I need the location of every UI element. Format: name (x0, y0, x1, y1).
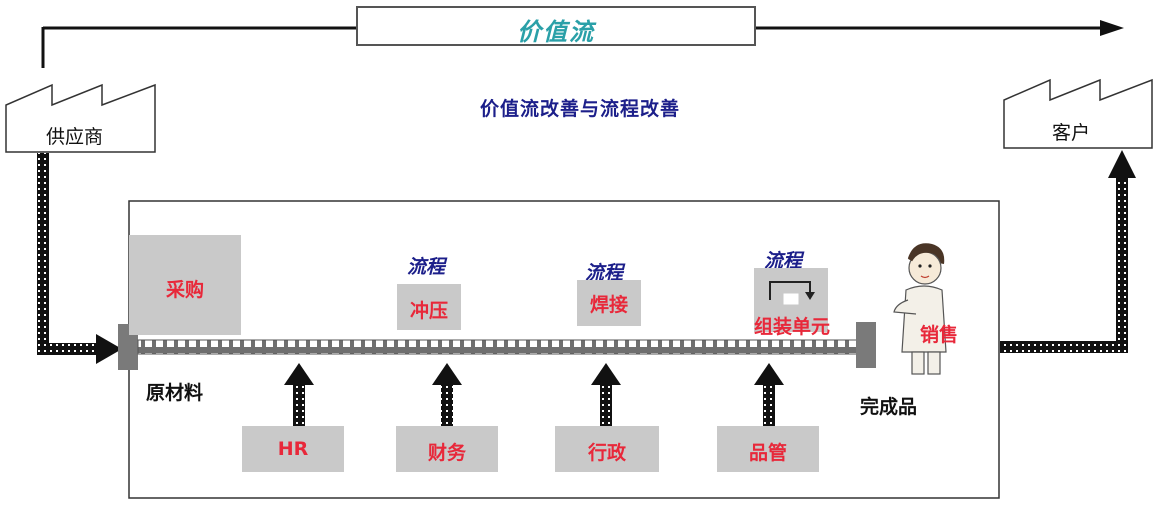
support-box-quality: 品管 (717, 426, 819, 472)
process-name-stamping: 冲压 (409, 300, 448, 322)
flow-label-assembly: 流程 (764, 250, 803, 272)
customer-label: 客户 (1052, 122, 1091, 144)
support-arrow-admin (591, 363, 621, 427)
supplier-label: 供应商 (46, 126, 104, 148)
process-box-purchasing: 采购 (129, 235, 241, 335)
finished-goods-label: 完成品 (860, 396, 918, 418)
process-name-assembly: 组装单元 (754, 316, 831, 338)
salesperson-figure-icon (893, 243, 947, 375)
flow-label-welding: 流程 (585, 262, 624, 284)
diagram-subtitle: 价值流改善与流程改善 (479, 98, 680, 120)
support-label-finance: 财务 (427, 442, 466, 464)
raw-material-label: 原材料 (146, 382, 204, 404)
value-stream-title: 价值流 (517, 18, 595, 46)
customer-outbound-arrow (1000, 150, 1136, 353)
support-label-hr: HR (277, 438, 309, 460)
customer-factory-icon (1003, 78, 1153, 149)
supplier-factory-icon (5, 83, 156, 153)
sales-label: 销售 (920, 324, 959, 346)
supplier-inbound-arrow (37, 153, 122, 364)
support-arrow-hr (284, 363, 314, 427)
support-label-admin: 行政 (587, 442, 626, 464)
support-label-quality: 品管 (748, 442, 787, 464)
assembly-cell-icon (769, 281, 815, 305)
support-arrow-qc (754, 363, 784, 427)
conveyor-belt (118, 322, 876, 370)
flow-label-stamping: 流程 (407, 256, 446, 278)
process-name-welding: 焊接 (589, 294, 628, 316)
process-box-stamping: 冲压 (397, 284, 461, 330)
process-name-purchasing: 采购 (165, 279, 204, 301)
value-stream-title-box (356, 6, 756, 46)
support-box-admin: 行政 (555, 426, 659, 472)
process-box-assembly (754, 268, 828, 332)
support-box-finance: 财务 (396, 426, 498, 472)
support-arrow-finance (432, 363, 462, 427)
support-box-hr: HR (242, 426, 344, 472)
support-arrows (284, 363, 784, 427)
process-box-welding: 焊接 (577, 280, 641, 326)
